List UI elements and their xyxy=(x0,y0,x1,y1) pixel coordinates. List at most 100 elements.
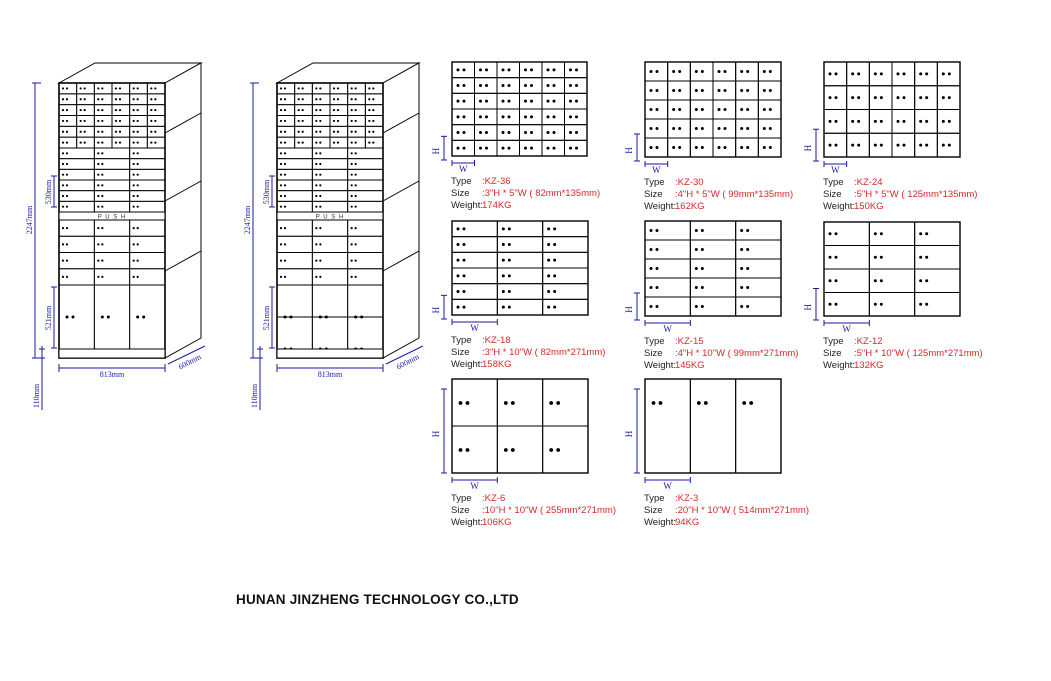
knob-dot xyxy=(768,89,772,92)
knob-dot xyxy=(655,70,659,73)
knob-dot xyxy=(372,98,375,101)
knob-dot xyxy=(569,99,572,103)
knob-dot xyxy=(746,267,750,270)
knob-dot xyxy=(456,146,460,150)
knob-dot xyxy=(136,243,139,246)
knob-dot xyxy=(501,115,505,119)
lower-dim-label: 521mm xyxy=(44,305,53,330)
knob-dot xyxy=(61,173,65,176)
knob-dot xyxy=(749,401,754,405)
type-value: :KZ-6 xyxy=(482,493,505,504)
knob-dot xyxy=(354,98,357,101)
knob-dot xyxy=(350,243,353,246)
knob-dot xyxy=(485,131,488,134)
knob-dot xyxy=(569,146,572,150)
knob-dot xyxy=(857,96,861,100)
knob-dot xyxy=(297,141,300,144)
knob-dot xyxy=(97,98,100,101)
knob-dot xyxy=(354,243,357,246)
knob-dot xyxy=(655,127,659,130)
depth-dim xyxy=(167,345,206,365)
knob-dot xyxy=(456,68,460,72)
knob-dot xyxy=(279,184,283,187)
knob-dot xyxy=(575,146,578,150)
knob-dot xyxy=(279,243,283,246)
knob-dot xyxy=(740,108,744,111)
knob-dot xyxy=(279,259,283,262)
knob-dot xyxy=(896,143,900,147)
knob-dot xyxy=(762,127,766,130)
knob-dot xyxy=(65,243,69,246)
knob-dot xyxy=(136,141,139,144)
knob-dot xyxy=(132,152,135,155)
knob-dot xyxy=(556,448,561,452)
knob-dot xyxy=(465,401,470,405)
knob-dot xyxy=(132,194,135,198)
knob-dot xyxy=(297,98,300,101)
size-label: Size xyxy=(823,189,841,200)
knob-dot xyxy=(279,152,283,155)
knob-dot xyxy=(672,108,676,111)
knob-dot xyxy=(501,274,505,278)
knob-dot xyxy=(279,87,283,90)
size-label: Size xyxy=(451,505,469,516)
knob-dot xyxy=(65,184,69,187)
knob-dot xyxy=(279,108,283,112)
knob-dot xyxy=(118,119,122,123)
knob-dot xyxy=(879,302,883,306)
knob-dot xyxy=(546,146,550,150)
knob-dot xyxy=(136,87,139,90)
knob-dot xyxy=(575,115,578,119)
knob-dot xyxy=(136,108,139,112)
knob-dot xyxy=(101,141,104,144)
knob-dot xyxy=(507,258,511,262)
knob-dot xyxy=(350,162,353,166)
knob-dot xyxy=(79,98,82,101)
knob-dot xyxy=(553,274,557,278)
knob-dot xyxy=(65,87,69,90)
knob-dot xyxy=(283,227,287,230)
knob-dot xyxy=(857,119,861,123)
knob-dot xyxy=(462,274,466,278)
knob-dot xyxy=(97,243,100,246)
knob-dot xyxy=(547,243,551,246)
knob-dot xyxy=(678,146,682,149)
knob-dot xyxy=(746,305,750,308)
knob-dot xyxy=(510,448,515,452)
knob-dot xyxy=(79,119,82,123)
knob-dot xyxy=(136,152,139,155)
knob-dot xyxy=(479,115,482,119)
knob-dot xyxy=(501,131,505,134)
knob-dot xyxy=(462,243,466,246)
knob-dot xyxy=(315,227,318,230)
knob-dot xyxy=(279,119,283,123)
knob-dot xyxy=(354,130,357,133)
knob-dot xyxy=(552,99,556,103)
knob-dot xyxy=(319,243,322,246)
knob-dot xyxy=(279,141,283,144)
knob-dot xyxy=(136,259,139,262)
knob-dot xyxy=(101,130,104,133)
knob-dot xyxy=(552,131,556,134)
knob-dot xyxy=(65,275,69,278)
knob-dot xyxy=(768,108,772,111)
knob-dot xyxy=(879,232,883,236)
knob-dot xyxy=(136,194,139,198)
knob-dot xyxy=(301,108,304,112)
knob-dot xyxy=(101,152,104,155)
knob-dot xyxy=(283,259,287,262)
knob-dot xyxy=(479,131,482,134)
knob-dot xyxy=(703,401,708,405)
width-dim-label: 813mm xyxy=(100,370,125,379)
knob-dot xyxy=(83,130,86,133)
upper-dim-label: 530mm xyxy=(262,179,271,204)
knob-dot xyxy=(61,162,65,166)
size-label: Size xyxy=(823,348,841,359)
knob-dot xyxy=(354,152,357,155)
knob-dot xyxy=(902,143,906,147)
knob-dot xyxy=(649,70,653,73)
knob-dot xyxy=(97,119,100,123)
knob-dot xyxy=(553,305,557,309)
